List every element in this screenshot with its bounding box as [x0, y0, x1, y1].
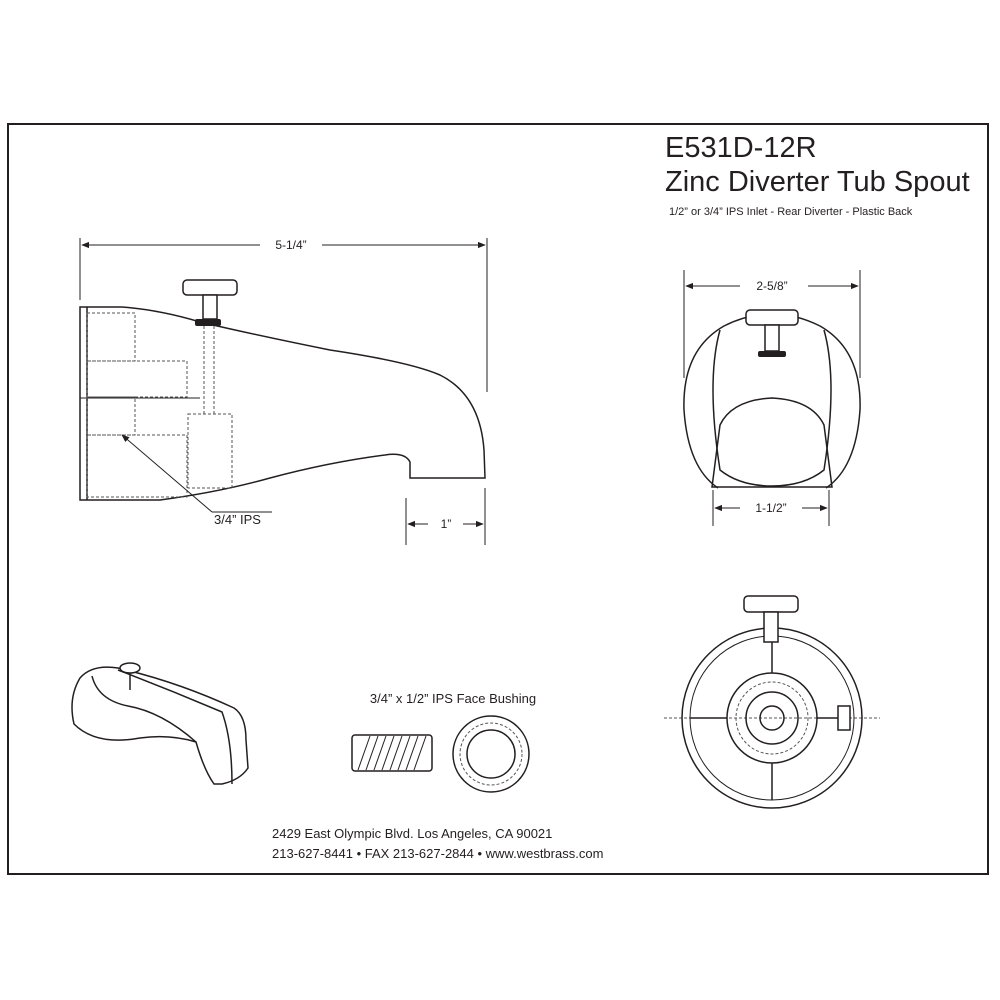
- spout-body-outline: [79, 306, 486, 501]
- model-number: E531D-12R: [665, 132, 817, 164]
- diverter-washer: [195, 319, 221, 326]
- bushing-threads: [357, 735, 427, 771]
- front-view: 2-5/8” 1-1/2”: [683, 270, 861, 526]
- hidden-thread-2: [86, 360, 188, 398]
- dim-outlet-width: 1-1/2”: [755, 501, 786, 515]
- face-bushing: 3/4” x 1/2” IPS Face Bushing: [351, 691, 536, 793]
- bushing-label: 3/4” x 1/2” IPS Face Bushing: [370, 691, 536, 706]
- inlet-leader: [121, 434, 213, 513]
- bushing-outer: [452, 715, 530, 793]
- rear-view: [664, 595, 880, 809]
- dim-overall-length: 5-1/4”: [275, 238, 306, 252]
- side-view: 5-1/4” 3/4” IPS 1”: [79, 238, 488, 545]
- perspective-knob: [119, 662, 141, 674]
- hidden-thread-1: [86, 312, 136, 362]
- drawing-border: [7, 123, 989, 875]
- perspective-spout-outline: [71, 666, 249, 785]
- company-address: 2429 East Olympic Blvd. Los Angeles, CA …: [272, 826, 553, 841]
- bushing-thread-ring: [459, 722, 523, 786]
- perspective-lip: [91, 675, 197, 743]
- hidden-thread-4: [86, 434, 188, 498]
- rear-diverter-port: [837, 705, 851, 731]
- product-name: Zinc Diverter Tub Spout: [665, 166, 970, 198]
- product-subtitle: 1/2” or 3/4” IPS Inlet - Rear Diverter -…: [669, 206, 913, 218]
- company-contact: 213-627-8441 • FAX 213-627-2844 • www.we…: [272, 846, 604, 861]
- front-diverter-washer: [758, 351, 786, 357]
- bushing-bore: [466, 729, 516, 779]
- rear-diverter-stem: [763, 611, 779, 643]
- rear-diverter-knob: [743, 595, 799, 613]
- hidden-diverter-chamber: [187, 413, 233, 489]
- dim-outlet-depth: 1”: [441, 517, 452, 531]
- perspective-edge: [117, 669, 233, 785]
- front-diverter-stem: [764, 324, 780, 352]
- inlet-size-label: 3/4” IPS: [214, 512, 261, 527]
- rear-thread-circle: [735, 681, 809, 755]
- front-spout-contour: [712, 329, 832, 487]
- hidden-thread-3: [86, 396, 136, 436]
- perspective-view: [71, 662, 249, 785]
- dim-body-width: 2-5/8”: [756, 279, 787, 293]
- diverter-knob: [182, 279, 238, 296]
- rear-bore-inner: [759, 705, 785, 731]
- bushing-side: [351, 734, 433, 772]
- front-outlet: [711, 397, 833, 488]
- front-diverter-knob: [745, 309, 799, 326]
- diverter-stem: [202, 294, 218, 320]
- rear-bore-outer: [745, 691, 799, 745]
